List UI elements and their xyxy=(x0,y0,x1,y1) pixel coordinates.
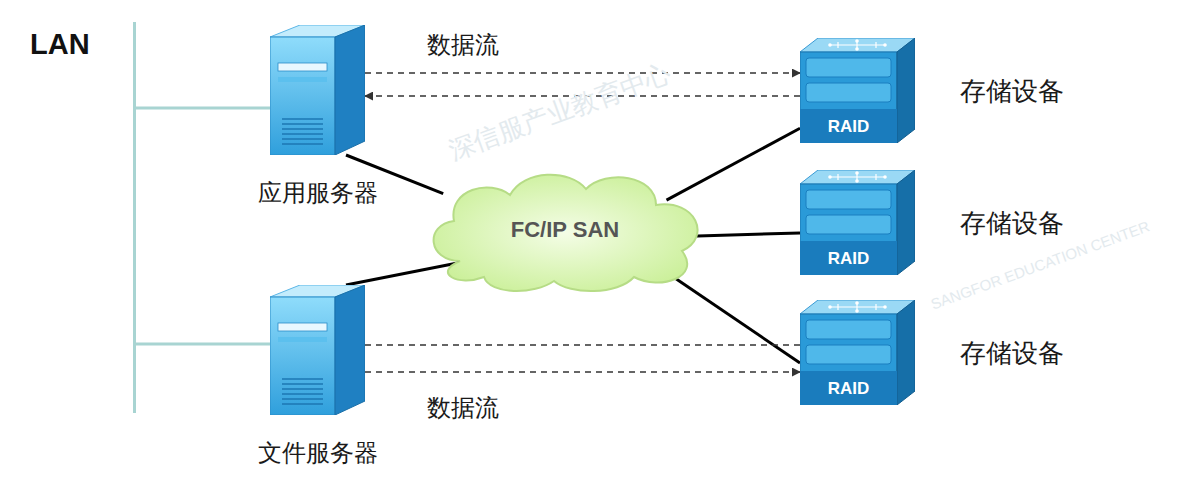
network-name: LAN xyxy=(30,28,90,61)
flow-label: 数据流 xyxy=(423,392,503,424)
storage-node: RAID存储设备 xyxy=(800,300,915,405)
data-flow-arrow xyxy=(365,72,800,74)
lan-link xyxy=(136,343,270,346)
server-name: 文件服务器 xyxy=(258,437,378,469)
network-name: FC/IP SAN xyxy=(420,217,710,243)
san-cloud-node: FC/IP SAN xyxy=(420,165,710,295)
raid-tag: RAID xyxy=(800,117,897,137)
server-node: 文件服务器 xyxy=(270,285,365,415)
storage-node: RAID存储设备 xyxy=(800,170,915,275)
data-flow-arrow xyxy=(365,95,800,97)
data-flow-arrow xyxy=(365,344,800,346)
lan-bus: LAN xyxy=(20,22,136,413)
data-flow-arrow xyxy=(365,371,800,373)
server-name: 应用服务器 xyxy=(258,177,378,209)
device-name: 存储设备 xyxy=(960,73,1064,108)
san-link xyxy=(667,128,801,200)
device-name: 存储设备 xyxy=(960,205,1064,240)
server-icon xyxy=(270,25,365,155)
lan-link xyxy=(136,107,270,110)
raid-tag: RAID xyxy=(800,249,897,269)
server-icon xyxy=(270,285,365,415)
storage-node: RAID存储设备 xyxy=(800,38,915,143)
server-node: 应用服务器 xyxy=(270,25,365,155)
flow-label: 数据流 xyxy=(423,29,503,61)
raid-tag: RAID xyxy=(800,379,897,399)
device-name: 存储设备 xyxy=(960,335,1064,370)
san-link xyxy=(681,233,800,237)
watermark: 深信服产业教育中心 xyxy=(444,56,676,169)
